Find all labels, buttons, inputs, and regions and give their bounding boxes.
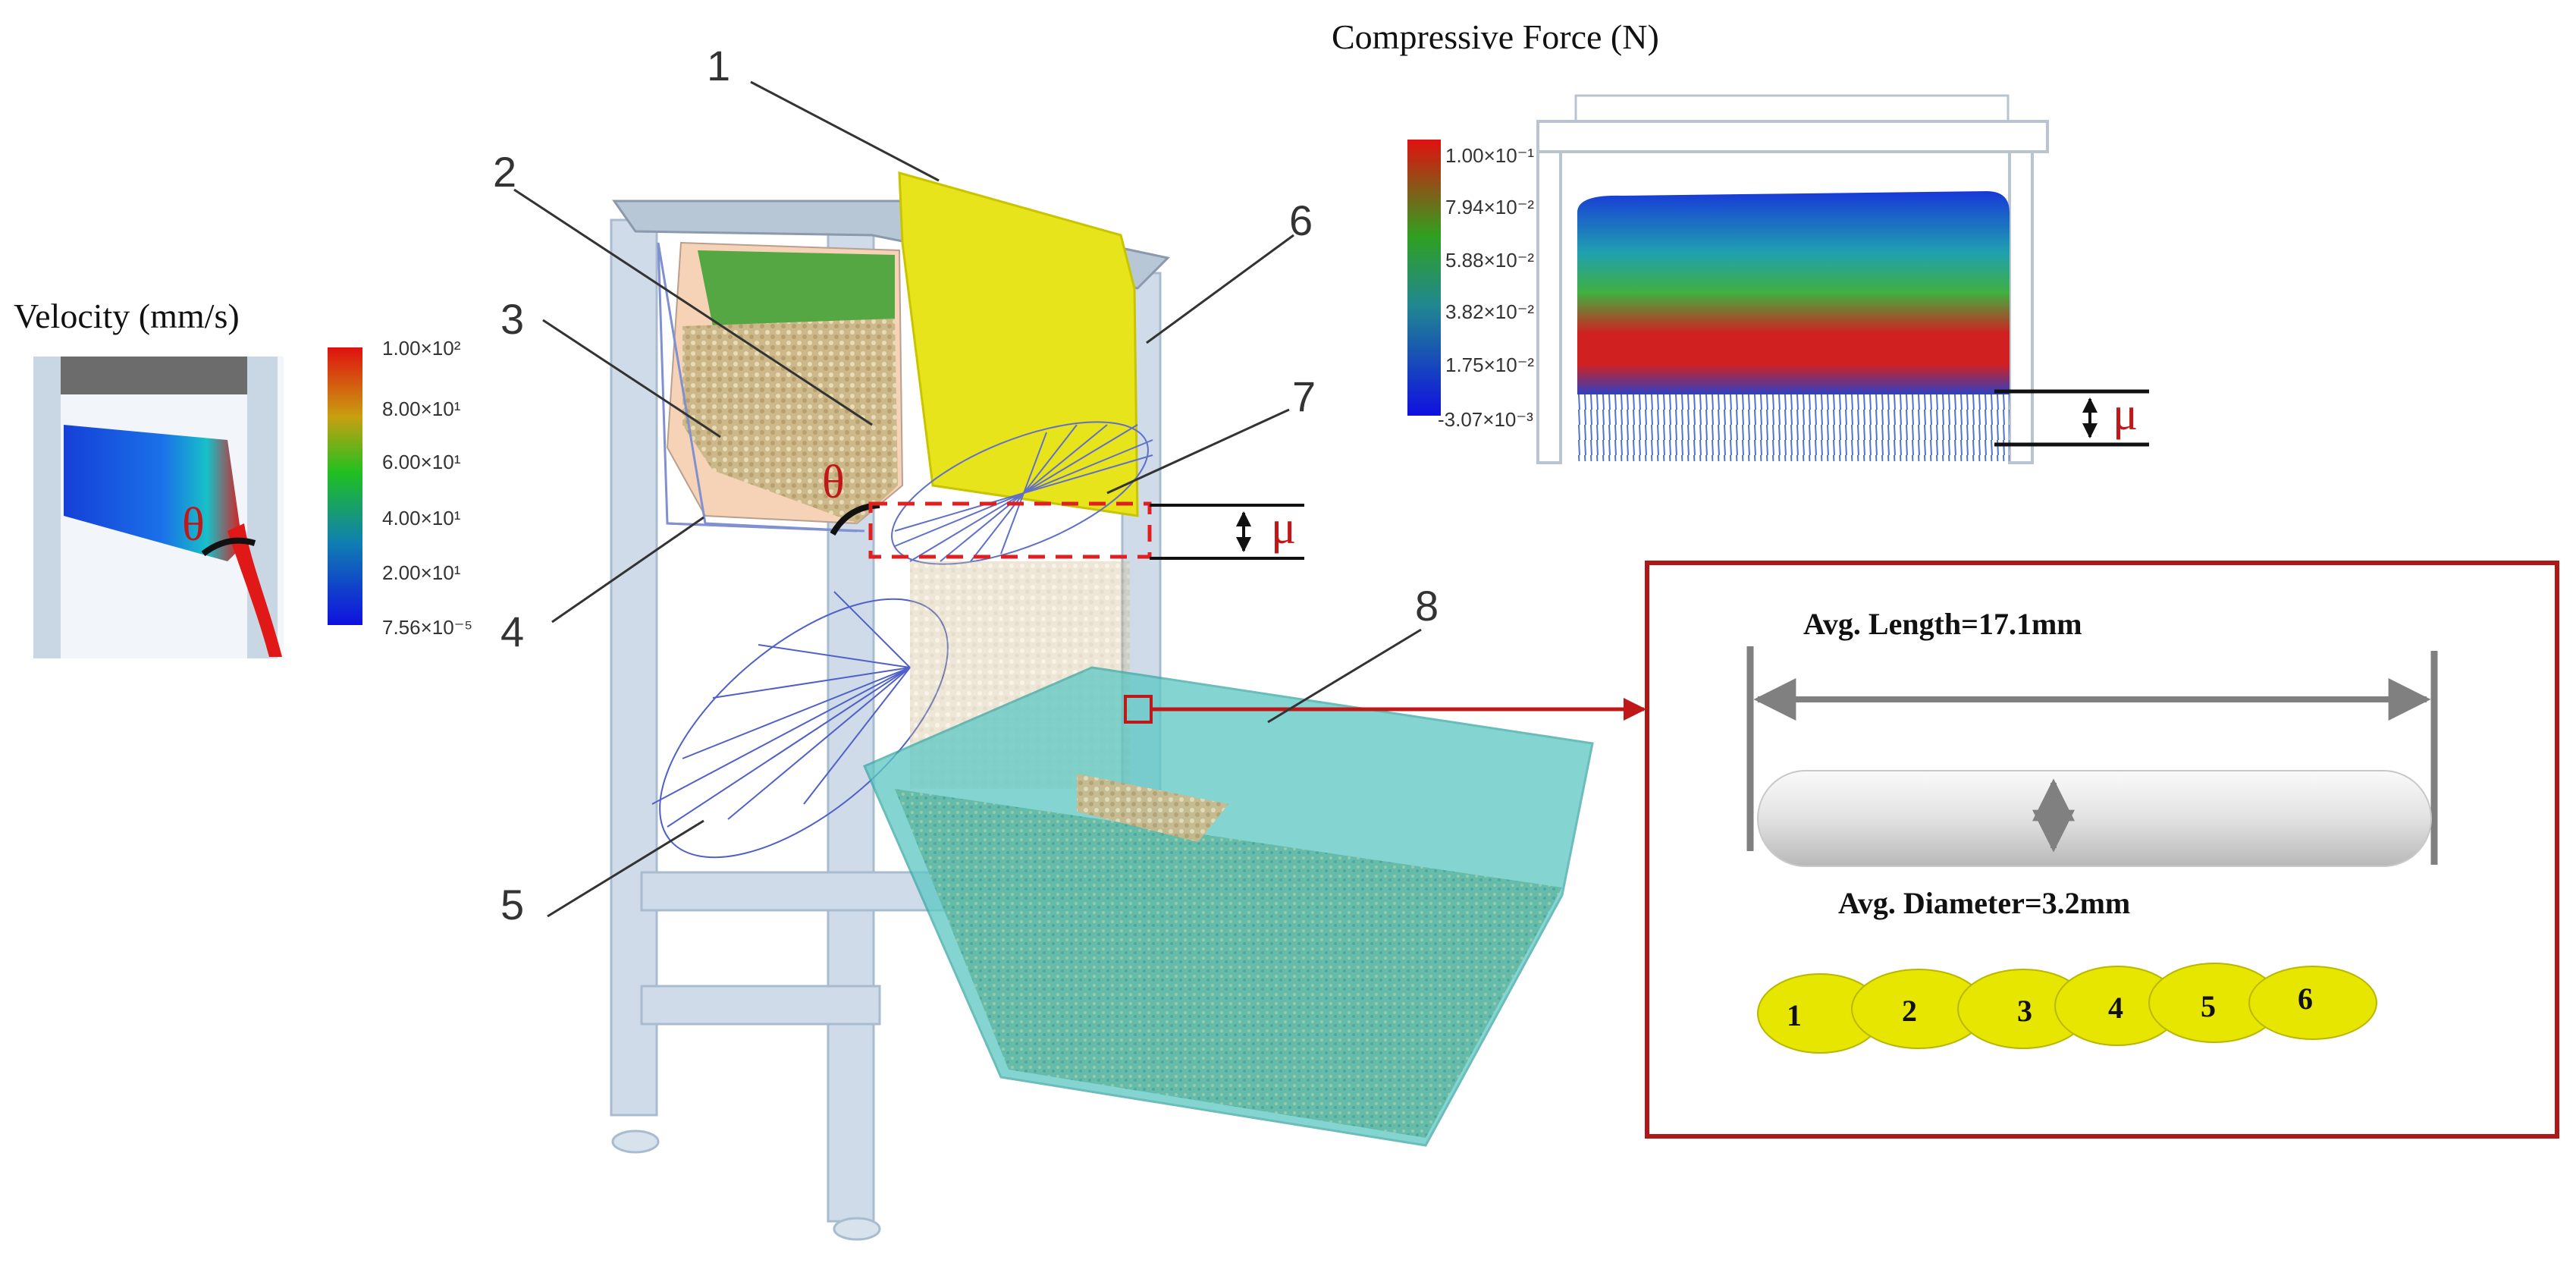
- force-tick-2: 5.88×10⁻²: [1445, 249, 1534, 272]
- velocity-angle-arc: [201, 537, 256, 557]
- lower-seed-disc: [651, 591, 949, 859]
- velocity-tick-1: 8.00×10¹: [382, 397, 461, 420]
- collection-bin: [863, 666, 1594, 1147]
- gap-highlight-box: [868, 501, 1152, 559]
- callout-1: 1: [707, 42, 730, 90]
- force-mu-symbol: μ: [2113, 388, 2138, 440]
- segment-label-3: 3: [2017, 994, 2032, 1028]
- force-hopper-view: μ: [1536, 91, 2149, 464]
- machine-theta-symbol: θ: [822, 457, 845, 508]
- force-colorbar-gradient: [1407, 140, 1441, 416]
- velocity-hopper-view: θ: [33, 357, 284, 658]
- callout-leaders: [513, 80, 1422, 918]
- velocity-colorbar-gradient: [328, 347, 362, 625]
- hopper-green-wall: [698, 250, 895, 326]
- velocity-tick-4: 2.00×10¹: [382, 561, 461, 584]
- force-colorbar: 1.00×10⁻¹ 7.94×10⁻² 5.88×10⁻² 3.82×10⁻² …: [1407, 140, 1534, 431]
- velocity-tick-0: 1.00×10²: [382, 337, 461, 360]
- force-tick-3: 3.82×10⁻²: [1445, 300, 1534, 323]
- velocity-tick-5: 7.56×10⁻⁵: [382, 616, 472, 639]
- machine-mu-symbol: μ: [1271, 502, 1296, 554]
- machine-assembly: θ μ 1 2 3 4 5 6 7 8: [493, 42, 1646, 1241]
- sphere-segment-6: [2248, 966, 2377, 1040]
- velocity-title: Velocity (mm/s): [14, 297, 240, 335]
- average-seed-rod: [1757, 770, 2432, 867]
- force-title: Compressive Force (N): [1332, 17, 1659, 56]
- segment-label-1: 1: [1787, 998, 1802, 1032]
- segment-label-4: 4: [2108, 991, 2123, 1025]
- velocity-tick-3: 4.00×10¹: [382, 507, 461, 529]
- hopper-seed-bulk: [682, 319, 898, 523]
- force-tick-1: 7.94×10⁻²: [1445, 196, 1534, 218]
- segment-label-6: 6: [2298, 982, 2313, 1016]
- segment-label-2: 2: [1902, 994, 1917, 1028]
- diameter-label: Avg. Diameter=3.2mm: [1838, 886, 2130, 920]
- multi-sphere-seed-model: 1 2 3 4 5 6: [1757, 963, 2377, 1054]
- force-tick-4: 1.75×10⁻²: [1445, 353, 1534, 376]
- length-label: Avg. Length=17.1mm: [1803, 607, 2082, 641]
- callout-2: 2: [493, 148, 516, 196]
- hopper-side-panel: [898, 171, 1139, 517]
- callout-5: 5: [500, 881, 524, 928]
- velocity-colorbar: 1.00×10² 8.00×10¹ 6.00×10¹ 4.00×10¹ 2.00…: [328, 337, 472, 639]
- segment-label-5: 5: [2201, 989, 2216, 1023]
- callout-3: 3: [500, 295, 524, 343]
- callout-7: 7: [1292, 372, 1316, 420]
- callout-4: 4: [500, 608, 524, 655]
- callout-6: 6: [1289, 196, 1313, 244]
- callout-8: 8: [1415, 582, 1439, 630]
- particle-detail-panel: Avg. Length=17.1mm Avg. Diameter=3.2mm 1…: [1645, 561, 2559, 1139]
- force-tick-0: 1.00×10⁻¹: [1445, 144, 1534, 167]
- velocity-panel: Velocity (mm/s) θ 1.00×10² 8.00×10¹ 6.00…: [14, 297, 472, 658]
- force-tick-5: -3.07×10⁻³: [1438, 408, 1533, 431]
- disc-angle-arc: [830, 502, 880, 536]
- upper-seed-disc: [891, 421, 1153, 565]
- velocity-theta-symbol: θ: [182, 499, 205, 551]
- velocity-tick-2: 6.00×10¹: [382, 451, 461, 473]
- force-panel: Compressive Force (N) 1.00×10⁻¹ 7.94×10⁻…: [1332, 17, 2149, 464]
